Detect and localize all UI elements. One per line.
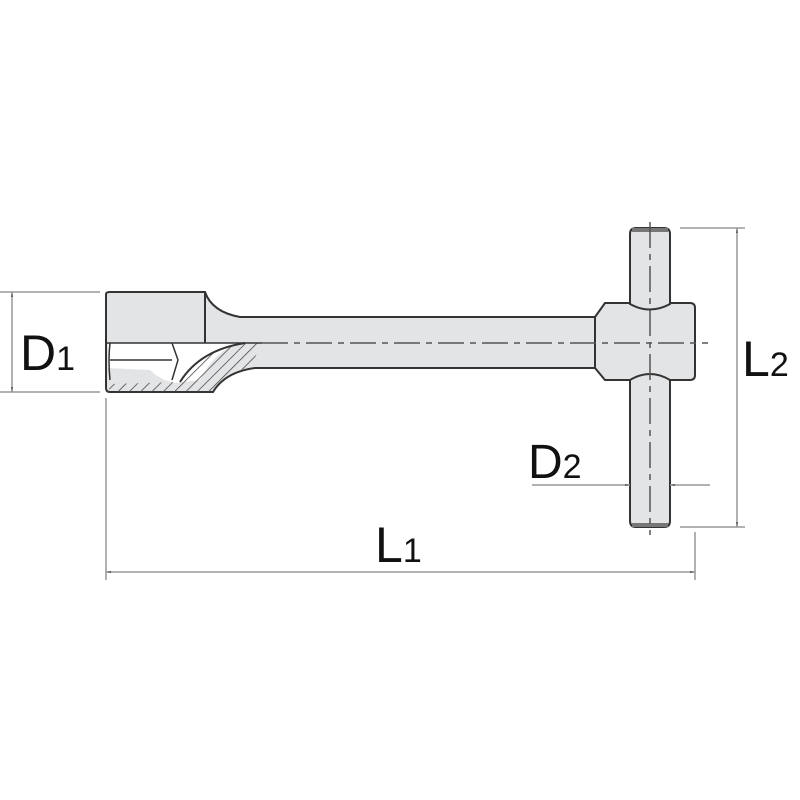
center-lines <box>262 222 708 535</box>
d2-label: D2 <box>528 436 582 489</box>
dimension-lines <box>11 228 738 573</box>
l1-label: L1 <box>375 517 422 573</box>
l2-label: L2 <box>742 331 789 387</box>
d1-label: D1 <box>20 325 75 381</box>
socket-head <box>105 291 606 393</box>
t-head-block <box>594 302 696 381</box>
extension-lines <box>0 227 745 580</box>
